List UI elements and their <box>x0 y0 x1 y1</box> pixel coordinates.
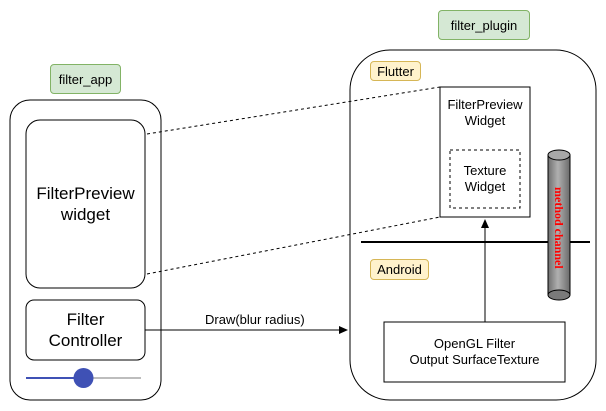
texture-widget-label: Texture Widget <box>463 162 507 194</box>
draw-edge-label: Draw(blur radius) <box>205 312 305 327</box>
filter-plugin-tag: filter_plugin <box>438 10 530 40</box>
filter-plugin-container <box>349 49 597 401</box>
opengl-filter-box <box>383 321 566 383</box>
flutter-tag: Flutter <box>370 61 421 81</box>
plugin-preview-widget-label: FilterPreview Widget <box>447 96 523 128</box>
filter-app-tag: filter_app <box>50 64 121 94</box>
texture-widget-box <box>449 149 521 209</box>
android-tag: Android <box>370 259 429 280</box>
method-channel-label: method channel <box>552 187 566 269</box>
app-preview-widget-label: FilterPreview widget <box>36 183 135 224</box>
dashed-connector-bottom <box>146 216 441 275</box>
dashed-connector-top <box>146 86 441 135</box>
method-channel-cylinder <box>547 149 571 301</box>
app-preview-widget-box <box>25 119 146 289</box>
opengl-filter-label: OpenGL Filter Output SurfaceTexture <box>409 335 540 367</box>
filter-controller-label: Filter Controller <box>48 309 123 350</box>
slider-thumb[interactable] <box>73 368 94 388</box>
